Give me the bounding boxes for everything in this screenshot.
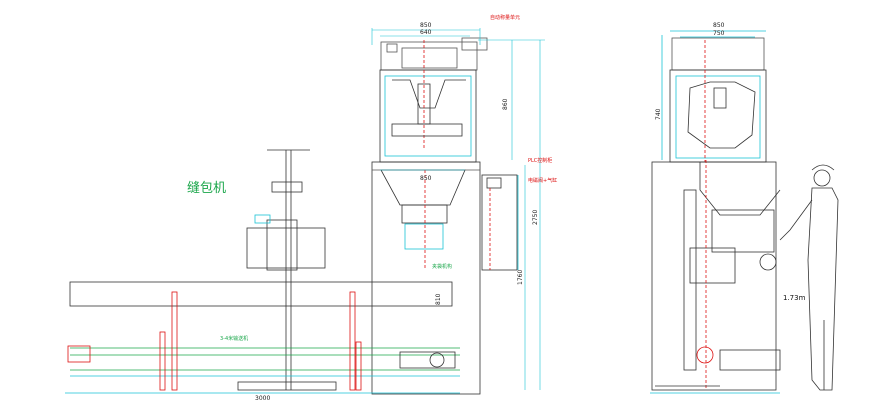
left-view	[65, 28, 545, 395]
weighing-unit	[379, 37, 488, 163]
dim-sub: 810	[435, 293, 442, 305]
conveyor	[65, 281, 460, 394]
dim-height-mid: 2750	[532, 210, 539, 225]
rdim-side: 740	[655, 108, 662, 120]
operator-figure	[779, 164, 839, 391]
note-bag: 夹袋机构	[432, 263, 452, 270]
dim-height-lower: 1760	[517, 270, 524, 285]
height-dimensions	[371, 28, 545, 390]
right-view	[650, 30, 839, 394]
main-frame	[371, 161, 519, 395]
note-panel: PLC控制柜	[528, 157, 552, 164]
dim-top-inner: 640	[420, 29, 432, 36]
right-weighing-unit	[661, 30, 767, 163]
rdim-top-inner: 750	[713, 30, 725, 37]
right-frame	[650, 160, 781, 394]
dim-height-upper: 860	[502, 98, 509, 110]
sewing-machine	[237, 149, 337, 391]
note-panel2: 电磁阀+气缸	[528, 177, 557, 184]
dim-top-width: 850	[420, 22, 432, 29]
dim-hopper: 850	[420, 175, 432, 182]
sewing-label: 缝包机	[187, 181, 226, 196]
note-top: 自动称量单元	[490, 14, 520, 21]
left-labels: 缝包机 850 640 850 3000 860 2750 1760 810 自…	[187, 14, 557, 402]
rdim-top-width: 850	[713, 22, 725, 29]
dim-length: 3000	[255, 395, 270, 402]
right-labels: 850 750 740 1.73m	[655, 22, 806, 302]
note-conveyor: 3-4米输送机	[220, 335, 248, 342]
person-height: 1.73m	[783, 294, 806, 302]
